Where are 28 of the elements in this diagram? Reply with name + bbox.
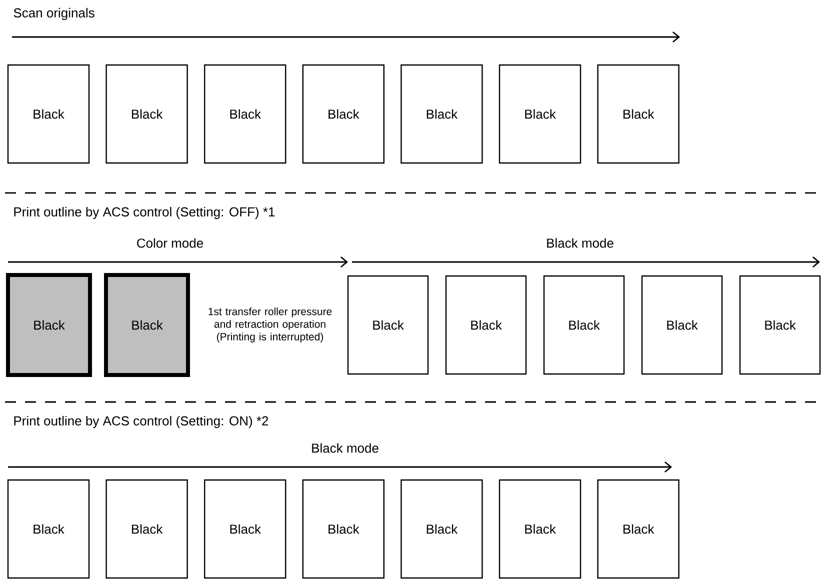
mode-label: Black mode (312, 443, 378, 453)
shaded-page-box: Black (6, 273, 92, 377)
page-box: Black (302, 64, 384, 164)
note-text: 1st transfer roller pressure and retraction operation (Printing is interrupted) (208, 308, 332, 342)
page-box: Black (498, 64, 582, 164)
page-box: Black (543, 275, 625, 375)
page-box: Black (7, 479, 90, 579)
page-box: Black (204, 64, 286, 164)
section-heading: Print outline by ACS control (Setting: OFF) *1 (14, 206, 275, 220)
page-box: Black (739, 275, 821, 375)
page-box: Black (106, 64, 188, 164)
section-heading: Scan originals (14, 8, 94, 20)
page-box: Black (400, 64, 483, 164)
page-box: Black (641, 275, 723, 375)
page-box: Black (498, 479, 582, 579)
page-box: Black (445, 275, 527, 375)
page-box: Black (106, 479, 188, 579)
page-box: Black (347, 275, 429, 375)
page-box: Black (597, 64, 680, 164)
page-box: Black (302, 479, 384, 579)
section-heading: Print outline by ACS control (Setting: ON) *2 (14, 416, 268, 428)
mode-label: Black mode (547, 238, 614, 248)
mode-label: Color mode (137, 238, 203, 248)
page-box: Black (204, 479, 286, 579)
page-box: Black (597, 479, 680, 579)
shaded-page-box: Black (104, 273, 190, 377)
page-box: Black (7, 64, 90, 164)
page-box: Black (400, 479, 483, 579)
